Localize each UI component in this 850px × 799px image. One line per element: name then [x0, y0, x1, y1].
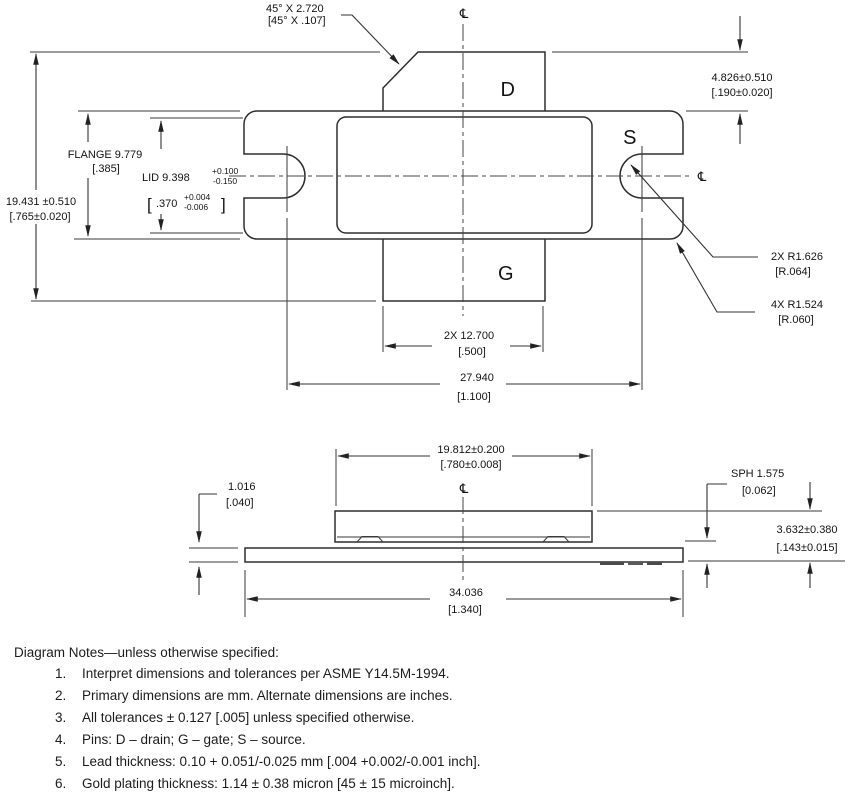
dim-flange-width: FLANGE 9.779 [.385] — [68, 110, 240, 240]
dim-lead-width: 2X 12.700 [.500] — [382, 306, 544, 358]
note-number: 5. — [55, 754, 67, 769]
mechanical-drawing: ℄ ℄ D S G 45° X 2.720 [45° X .107] 4.826… — [6, 3, 845, 617]
dim-text: [0.062] — [742, 485, 776, 497]
dim-text: [.190±0.020] — [711, 87, 772, 99]
dim-text: [.385] — [92, 163, 120, 175]
note-item: 2. Primary dimensions are mm. Alternate … — [14, 688, 834, 704]
note-number: 1. — [55, 666, 67, 681]
dim-text: 34.036 — [449, 587, 483, 599]
dim-text: 2X R1.626 — [771, 251, 823, 263]
dim-text: [1.340] — [448, 604, 482, 616]
note-text: Gold plating thickness: 1.14 ± 0.38 micr… — [82, 776, 455, 791]
side-flange-outline — [244, 547, 684, 563]
note-item: 6. Gold plating thickness: 1.14 ± 0.38 m… — [14, 776, 834, 792]
note-number: 3. — [55, 710, 67, 725]
dim-text: 19.431 ±0.510 — [6, 196, 76, 208]
dim-tolerance-minus: -0.150 — [213, 176, 237, 186]
dim-lid-width: LID 9.398 +0.100 -0.150 [ .370 +0.004 -0… — [142, 117, 243, 234]
dim-chamfer: 45° X 2.720 [45° X .107] — [266, 3, 400, 65]
dim-slot-pitch: 27.940 [1.100] — [286, 218, 643, 403]
dim-text: 4.826±0.510 — [711, 72, 772, 84]
note-text: Interpret dimensions and tolerances per … — [82, 666, 450, 681]
note-number: 2. — [55, 688, 67, 703]
bracket-open: [ — [147, 195, 152, 214]
note-item: 3. All tolerances ± 0.127 [.005] unless … — [14, 710, 834, 726]
dim-text: 4X R1.524 — [771, 299, 823, 311]
dim-tolerance-minus: -0.006 — [184, 202, 208, 212]
dim-text: [R.064] — [775, 266, 810, 278]
centerline-symbol-right: ℄ — [697, 170, 707, 185]
side-view-drawing: ℄ 19.812±0.200 [.780±0.008] 1.016 [.040] — [189, 444, 845, 617]
note-text: Primary dimensions are mm. Alternate dim… — [82, 688, 453, 703]
dim-text: [.765±0.020] — [9, 211, 70, 223]
marking-smudge — [628, 562, 643, 565]
dim-text: 1.016 — [228, 481, 256, 493]
pin-label-source: S — [623, 127, 637, 149]
dim-text: [45° X .107] — [268, 15, 326, 27]
leader-line — [630, 164, 758, 258]
dim-text: 19.812±0.200 — [437, 444, 504, 456]
note-item: 4. Pins: D – drain; G – gate; S – source… — [14, 732, 834, 748]
lead-step-left — [356, 536, 384, 543]
note-item: 1. Interpret dimensions and tolerances p… — [14, 666, 834, 682]
dim-corner-radius: 4X R1.524 [R.060] — [676, 242, 823, 326]
note-number: 6. — [55, 776, 67, 791]
dim-overall-height: 3.632±0.380 [.143±0.015] — [597, 482, 845, 588]
marking-smudge — [600, 562, 624, 565]
marking-smudge — [647, 562, 662, 565]
bracket-close: ] — [221, 195, 226, 214]
dim-text: [R.060] — [778, 314, 813, 326]
dim-cap-width: 19.812±0.200 [.780±0.008] — [335, 444, 593, 506]
notes-header: Diagram Notes—unless otherwise specified… — [14, 645, 279, 660]
centerline-symbol-top: ℄ — [459, 7, 469, 22]
dim-overall-width: 19.431 ±0.510 [.765±0.020] — [6, 51, 380, 302]
dim-text: 3.632±0.380 — [776, 524, 837, 536]
diagram-notes: Diagram Notes—unless otherwise specified… — [14, 645, 834, 799]
dim-tolerance-plus: +0.004 — [184, 192, 211, 202]
dim-slot-radius: 2X R1.626 [R.064] — [630, 164, 823, 278]
dim-text: SPH 1.575 — [731, 468, 784, 480]
dim-text: [.780±0.008] — [440, 459, 501, 471]
drain-lead-outline — [382, 51, 546, 117]
pin-label-gate: G — [498, 263, 514, 285]
dim-text: .370 — [156, 198, 177, 210]
leader-line — [676, 242, 755, 313]
dim-text: 27.940 — [460, 372, 494, 384]
dim-seating-height: SPH 1.575 [0.062] — [685, 468, 784, 588]
note-item: 5. Lead thickness: 0.10 + 0.051/-0.025 m… — [14, 754, 834, 770]
centerline-symbol-side: ℄ — [459, 482, 469, 497]
note-text: All tolerances ± 0.127 [.005] unless spe… — [82, 710, 415, 725]
leader-line — [341, 14, 400, 65]
dim-text: 45° X 2.720 — [266, 3, 324, 15]
dim-text: [.143±0.015] — [776, 542, 837, 554]
top-view-drawing: ℄ ℄ D S G 45° X 2.720 [45° X .107] 4.826… — [6, 3, 823, 403]
dim-text: FLANGE 9.779 — [68, 149, 143, 161]
dim-tolerance-plus: +0.100 — [212, 166, 239, 176]
note-number: 4. — [55, 732, 67, 747]
dim-overall-length: 34.036 [1.340] — [244, 570, 684, 617]
dim-text: [1.100] — [457, 391, 491, 403]
dim-text: [.500] — [458, 346, 486, 358]
gate-lead-outline — [382, 233, 546, 302]
lead-step-right — [542, 536, 570, 543]
dim-text: [.040] — [226, 497, 254, 509]
note-text: Lead thickness: 0.10 + 0.051/-0.025 mm [… — [82, 754, 481, 769]
dim-lead-length: 4.826±0.510 [.190±0.020] — [552, 16, 773, 144]
flange-marking — [600, 562, 662, 565]
lid-outline — [336, 116, 593, 234]
dim-text: LID 9.398 — [142, 172, 190, 184]
pin-label-drain: D — [501, 79, 516, 101]
note-text: Pins: D – drain; G – gate; S – source. — [82, 732, 306, 747]
dim-flange-thickness: 1.016 [.040] — [189, 481, 256, 595]
dim-text: 2X 12.700 — [444, 330, 494, 342]
